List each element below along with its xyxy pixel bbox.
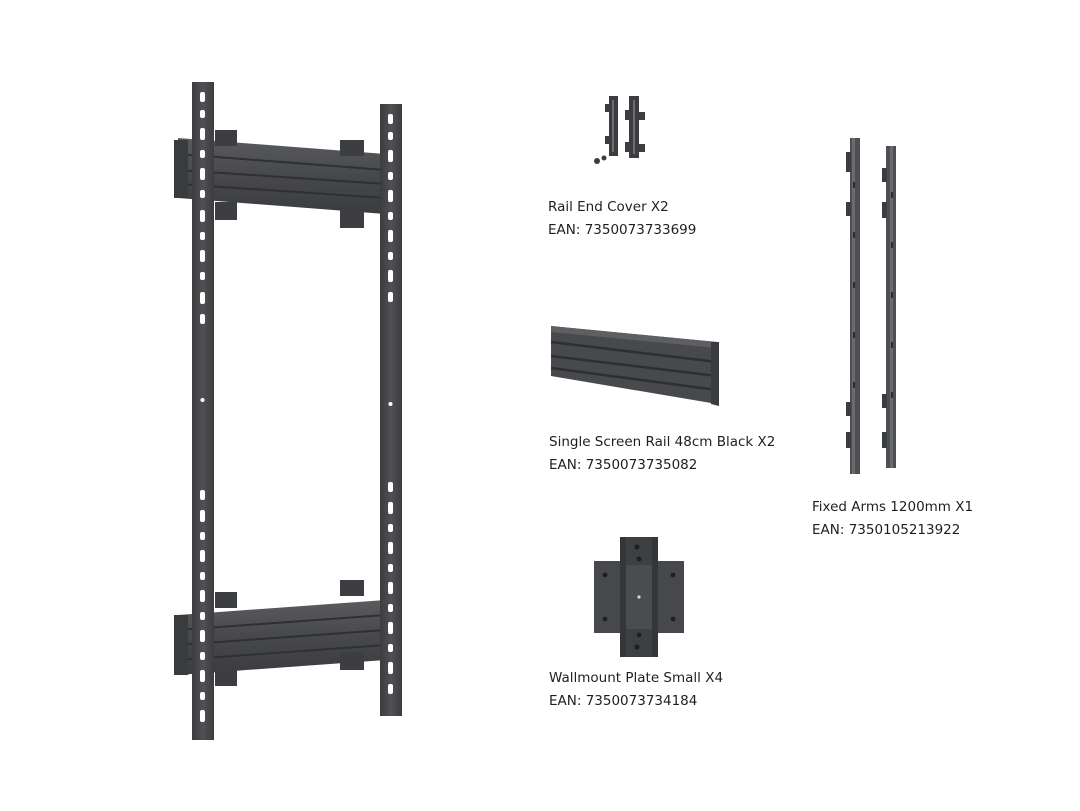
right-arm: [380, 104, 402, 716]
product-title: Wallmount Plate Small X4: [549, 670, 724, 686]
product-title: Rail End Cover X2: [548, 199, 669, 215]
product-ean: EAN: 7350073734184: [549, 693, 698, 709]
product-label-wallmount-plate: Wallmount Plate Small X4 EAN: 7350073734…: [549, 670, 723, 710]
product-label-fixed-arms: Fixed Arms 1200mm X1 EAN: 7350105213922: [812, 499, 973, 539]
product-title: Single Screen Rail 48cm Black X2: [549, 434, 776, 450]
product-label-single-screen-rail: Single Screen Rail 48cm Black X2 EAN: 73…: [549, 434, 775, 474]
product-title: Fixed Arms 1200mm X1: [812, 499, 974, 515]
product-ean: EAN: 7350105213922: [812, 522, 961, 538]
screen-rail-icon: [550, 326, 719, 406]
product-label-rail-end-cover: Rail End Cover X2 EAN: 7350073733699: [548, 199, 696, 239]
rail-end-cover-icon: [594, 96, 645, 164]
assembled-mount-illustration: [174, 82, 402, 740]
fixed-arms-icon: [846, 138, 896, 474]
product-ean: EAN: 7350073735082: [549, 457, 698, 473]
upper-rail: [174, 138, 386, 214]
product-ean: EAN: 7350073733699: [548, 222, 697, 238]
left-arm: [192, 82, 214, 740]
wallmount-plate-icon: [594, 537, 684, 657]
